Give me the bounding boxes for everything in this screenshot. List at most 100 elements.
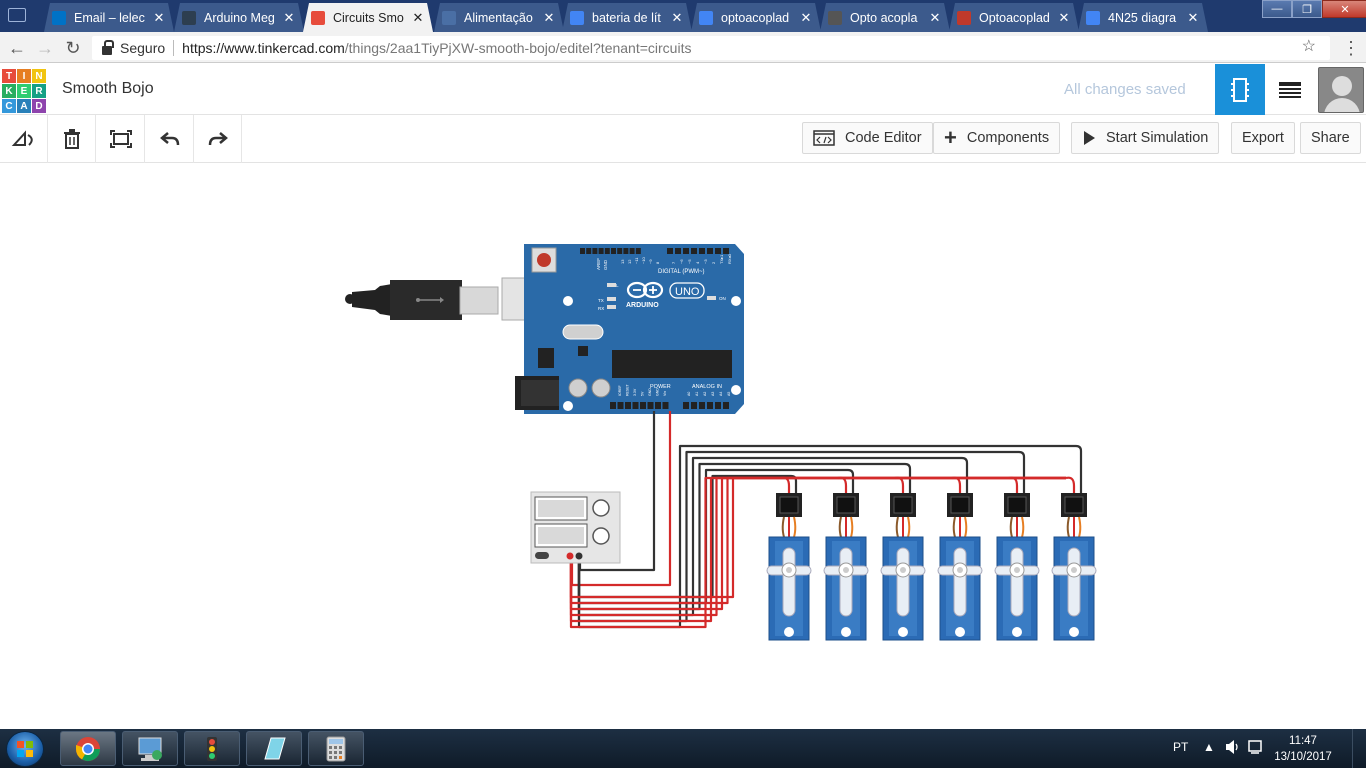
wire[interactable] [577,474,798,599]
wire[interactable] [577,450,1026,623]
digital-pin[interactable] [592,248,598,254]
restore-button[interactable]: ❐ [1292,0,1322,18]
project-title[interactable]: Smooth Bojo [62,80,154,97]
wire[interactable] [951,476,962,495]
digital-pin[interactable] [691,248,697,254]
taskbar-traffic-app[interactable] [184,731,240,766]
window-close-button[interactable]: ✕ [1322,0,1366,18]
taskbar-calculator[interactable] [308,731,364,766]
wire[interactable] [569,476,1066,599]
current-knob[interactable] [592,527,610,545]
minimize-button[interactable]: — [1262,0,1292,18]
wire[interactable] [577,444,1083,629]
browser-tab[interactable]: optoacoplad✕ [691,3,821,32]
analog-pin[interactable] [683,402,689,409]
zoom-to-fit-button[interactable] [97,115,145,163]
export-button[interactable]: Export [1231,122,1295,154]
tab-close-icon[interactable]: ✕ [671,9,683,25]
digital-pin[interactable] [580,248,585,254]
components-button[interactable]: + Components [933,122,1061,154]
power-pin[interactable] [640,402,646,409]
wire[interactable] [577,462,912,611]
analog-pin[interactable] [707,402,713,409]
tab-close-icon[interactable]: ✕ [929,9,941,25]
browser-tab-active[interactable]: Circuits Smo✕ [303,3,433,32]
digital-pin[interactable] [699,248,705,254]
wire[interactable] [569,476,1066,629]
system-clock[interactable]: 11:47 13/10/2017 [1268,733,1338,765]
tab-close-icon[interactable]: ✕ [283,9,295,25]
forward-button[interactable]: → [34,37,56,59]
tab-close-icon[interactable]: ✕ [800,9,812,25]
back-button[interactable]: ← [6,37,28,59]
digital-pin[interactable] [723,248,729,254]
language-indicator[interactable]: PT [1173,740,1189,754]
tab-close-icon[interactable]: ✕ [1187,9,1199,25]
power-pin[interactable] [662,402,669,409]
digital-pin[interactable] [675,248,681,254]
share-button[interactable]: Share [1300,122,1361,154]
browser-tab[interactable]: Opto acopla✕ [820,3,950,32]
show-hidden-icons[interactable]: ▲ [1203,740,1215,754]
digital-pin[interactable] [683,248,689,254]
circuit-view-button[interactable] [1215,64,1265,115]
start-button[interactable] [6,731,44,767]
browser-tab[interactable]: Optoacoplad✕ [949,3,1079,32]
browser-menu-button[interactable]: ⋮ [1340,37,1362,59]
servo-motor[interactable] [1051,493,1097,641]
analog-pin[interactable] [699,402,705,409]
browser-tab[interactable]: Arduino Meg✕ [174,3,304,32]
servo-motor[interactable] [823,493,869,641]
power-pin[interactable] [647,402,654,409]
tab-close-icon[interactable]: ✕ [1058,9,1070,25]
volume-icon[interactable] [1224,738,1240,759]
analog-pin[interactable] [691,402,697,409]
tab-close-icon[interactable]: ✕ [412,9,424,25]
redo-button[interactable] [194,115,242,163]
wire[interactable] [837,476,848,495]
power-pin[interactable] [655,402,661,409]
bookmark-star-icon[interactable]: ☆ [1301,38,1316,55]
user-avatar[interactable] [1318,67,1364,113]
taskbar-notepad[interactable] [246,731,302,766]
wire[interactable] [1008,476,1019,495]
digital-pin[interactable] [707,248,713,254]
analog-pin[interactable] [715,402,721,409]
power-pin[interactable] [610,402,616,409]
voltage-knob[interactable] [592,499,610,517]
browser-tab[interactable]: Email – lelec✕ [44,3,174,32]
analog-pin[interactable] [723,402,729,409]
tab-close-icon[interactable]: ✕ [153,9,165,25]
servo-motor[interactable] [937,493,983,641]
taskbar-chrome[interactable] [60,731,116,766]
power-pin[interactable] [625,402,631,409]
wire[interactable] [894,476,905,495]
servo-motor[interactable] [880,493,926,641]
digital-pin[interactable] [667,248,673,254]
digital-pin[interactable] [604,248,610,254]
browser-tab[interactable]: Alimentação✕ [434,3,564,32]
power-supply[interactable] [530,491,621,564]
action-center-icon[interactable] [1247,739,1263,758]
servo-motor[interactable] [994,493,1040,641]
digital-pin[interactable] [617,248,623,254]
wire[interactable] [569,476,1066,611]
taskbar-computer[interactable] [122,731,178,766]
wire[interactable] [569,476,1066,617]
tab-close-icon[interactable]: ✕ [543,9,555,25]
power-pin[interactable] [632,402,639,409]
servo-motor[interactable] [766,493,812,641]
undo-button[interactable] [146,115,194,163]
digital-pin[interactable] [635,248,641,254]
digital-pin[interactable] [715,248,721,254]
digital-pin[interactable] [611,248,616,254]
wire[interactable] [1065,476,1076,495]
url-field[interactable]: Seguro https://www.tinkercad.com/things/… [92,36,1330,60]
show-desktop-button[interactable] [1352,729,1366,768]
browser-tab[interactable]: bateria de lít✕ [562,3,692,32]
wires[interactable] [569,411,1083,629]
wire[interactable] [780,476,791,495]
delete-button[interactable] [48,115,96,163]
